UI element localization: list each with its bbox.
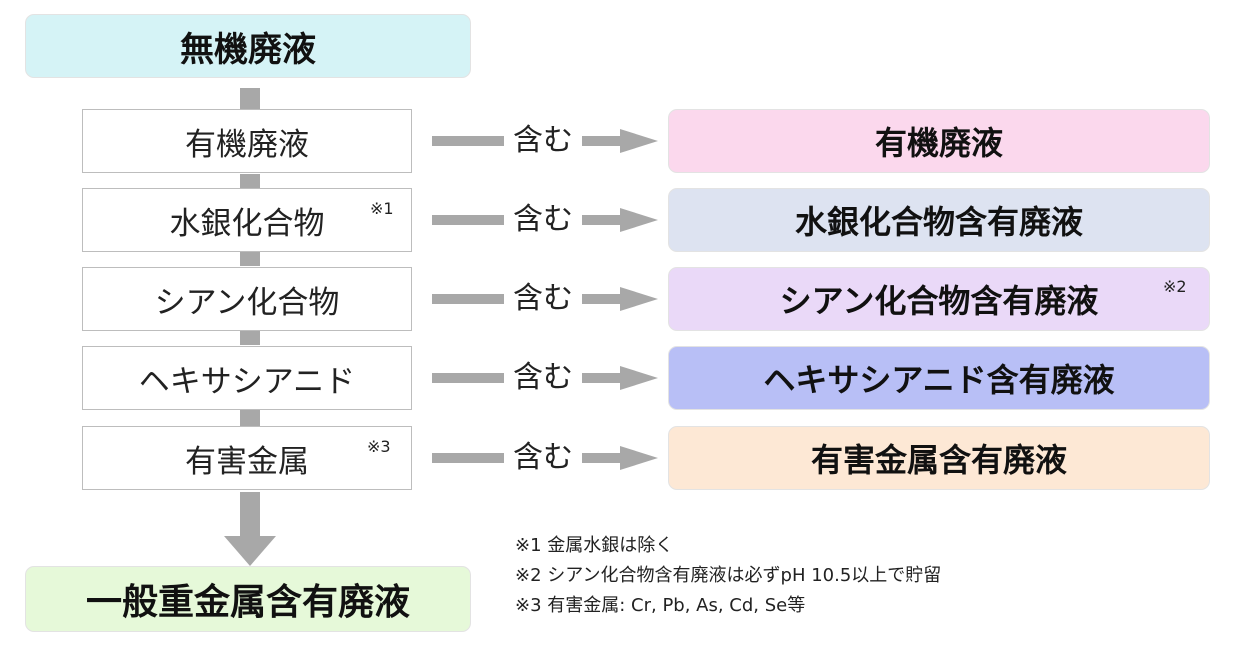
- flow-connector: [240, 88, 260, 110]
- contains-arrow: 含む: [432, 124, 664, 158]
- result-label: シアン化合物含有廃液: [779, 282, 1099, 320]
- check-box-organic: 有機廃液: [82, 109, 412, 173]
- flow-connector: [240, 410, 260, 426]
- footnote-2: ※2 シアン化合物含有廃液は必ずpH 10.5以上で貯留: [515, 565, 942, 586]
- check-box-cyanide: シアン化合物: [82, 267, 412, 331]
- contains-label: 含む: [504, 282, 582, 316]
- check-box-hexacyanide: ヘキサシアニド: [82, 346, 412, 410]
- result-mercury-waste: 水銀化合物含有廃液: [668, 188, 1210, 252]
- contains-arrow: 含む: [432, 361, 664, 395]
- inorganic-waste-box: 無機廃液: [25, 14, 471, 78]
- check-box-mercury: 水銀化合物: [82, 188, 412, 252]
- flow-connector: [240, 331, 260, 345]
- check-label: 有機廃液: [185, 126, 309, 163]
- footnote-mark: ※2: [1163, 277, 1187, 296]
- contains-label: 含む: [504, 124, 582, 158]
- down-arrow-icon: [224, 492, 276, 566]
- heavy-metal-waste-box: 一般重金属含有廃液: [25, 566, 471, 632]
- contains-arrow: 含む: [432, 203, 664, 237]
- footnote-mark: ※3: [367, 437, 391, 456]
- check-label: 水銀化合物: [169, 205, 325, 242]
- result-hexacyanide-waste: ヘキサシアニド含有廃液: [668, 346, 1210, 410]
- result-toxic-metal-waste: 有害金属含有廃液: [668, 426, 1210, 490]
- contains-arrow: 含む: [432, 441, 664, 475]
- footnote-mark: ※1: [370, 199, 394, 218]
- flow-connector: [240, 252, 260, 266]
- check-label: シアン化合物: [154, 284, 340, 321]
- contains-label: 含む: [504, 361, 582, 395]
- contains-label: 含む: [504, 203, 582, 237]
- result-label: 水銀化合物含有廃液: [794, 203, 1083, 241]
- result-label: 有害金属含有廃液: [810, 441, 1067, 479]
- result-label: ヘキサシアニド含有廃液: [763, 361, 1115, 399]
- result-organic-waste: 有機廃液: [668, 109, 1210, 173]
- footnote-3: ※3 有害金属: Cr, Pb, As, Cd, Se等: [515, 595, 806, 616]
- contains-arrow: 含む: [432, 282, 664, 316]
- contains-label: 含む: [504, 441, 582, 475]
- heavy-metal-waste-label: 一般重金属含有廃液: [85, 582, 410, 623]
- inorganic-waste-label: 無機廃液: [180, 29, 316, 70]
- check-box-toxic-metal: 有害金属: [82, 426, 412, 490]
- result-cyanide-waste: シアン化合物含有廃液: [668, 267, 1210, 331]
- footnote-1: ※1 金属水銀は除く: [515, 535, 674, 556]
- check-label: 有害金属: [185, 443, 309, 480]
- result-label: 有機廃液: [874, 124, 1003, 162]
- flow-connector: [240, 174, 260, 188]
- check-label: ヘキサシアニド: [138, 363, 356, 400]
